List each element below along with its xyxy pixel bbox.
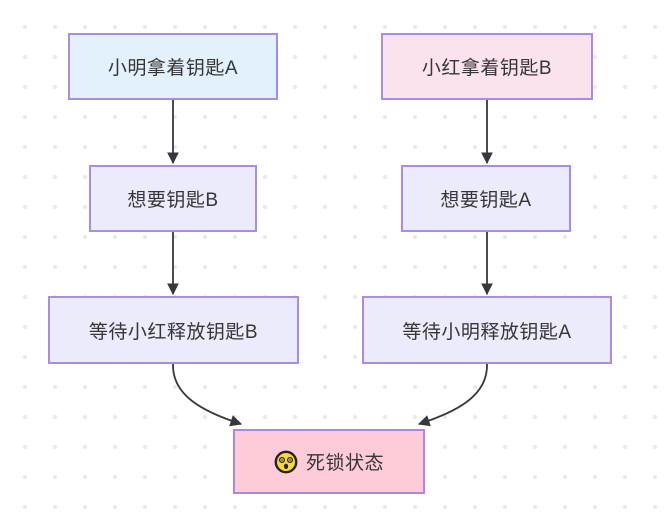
node-label: 想要钥匙A	[440, 190, 532, 211]
node-want-keyB[interactable]: 想要钥匙B	[89, 165, 257, 232]
node-label: 死锁状态	[305, 453, 384, 474]
node-wait-xiaoming-release-keyA[interactable]: 等待小明释放钥匙A	[362, 296, 612, 364]
node-label: 等待小明释放钥匙A	[402, 321, 572, 343]
node-label: 小明拿着钥匙A	[107, 58, 239, 79]
node-want-keyA[interactable]: 想要钥匙A	[401, 165, 571, 232]
edge-waitA-to-deadlock	[417, 363, 488, 427]
edge-waitB-to-deadlock	[172, 363, 243, 427]
node-wait-xiaohong-release-keyB[interactable]: 等待小红释放钥匙B	[48, 296, 299, 364]
node-label: 小红拿着钥匙B	[421, 58, 553, 79]
node-label: 想要钥匙B	[127, 190, 219, 211]
node-xiaohong-holds-keyB[interactable]: 小红拿着钥匙B	[381, 33, 593, 100]
node-deadlock-state[interactable]: 死锁状态	[233, 429, 425, 494]
dizzy-face-emoji	[274, 450, 298, 474]
node-label: 等待小红释放钥匙B	[88, 321, 259, 343]
node-xiaoming-holds-keyA[interactable]: 小明拿着钥匙A	[68, 33, 278, 100]
